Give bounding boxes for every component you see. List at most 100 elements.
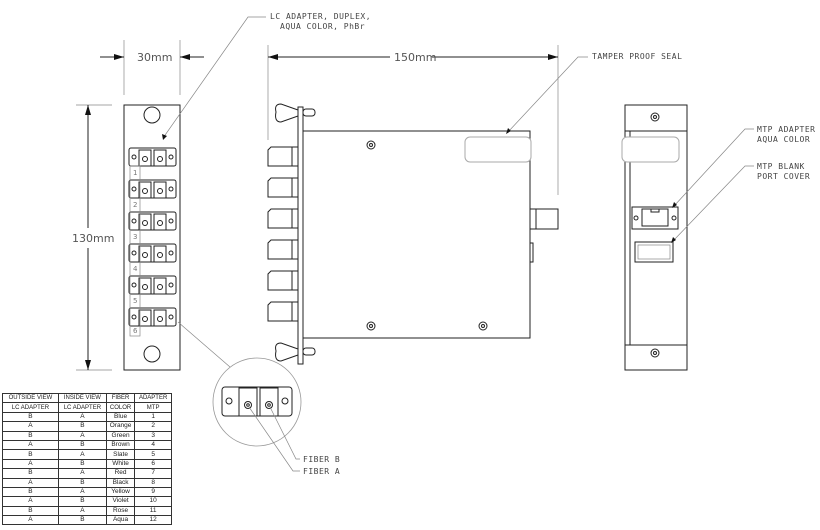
table-cell: B [2, 430, 59, 441]
lc-adapter [128, 211, 177, 231]
port-number: 3 [133, 233, 137, 241]
side-view [267, 103, 559, 365]
svg-text:130mm: 130mm [72, 232, 114, 245]
svg-text:TAMPER PROOF SEAL: TAMPER PROOF SEAL [592, 52, 682, 61]
mtp-stub [529, 208, 559, 230]
screw [478, 321, 488, 331]
svg-text:MTP ADAPTER: MTP ADAPTER [757, 125, 815, 134]
table-cell: 8 [134, 477, 172, 488]
table-cell: 10 [134, 496, 172, 507]
table-cell: White [105, 458, 136, 470]
port-number: 2 [133, 201, 137, 209]
table-cell: A [2, 439, 59, 451]
rear-view [621, 104, 688, 371]
table-cell: Blue [105, 411, 136, 423]
table-cell: Brown [105, 439, 136, 451]
mtp-blank-cover [634, 241, 674, 263]
table-cell: Yellow [105, 486, 136, 498]
tamper-seal-callout: TAMPER PROOF SEAL [506, 52, 682, 134]
table-cell: B [57, 477, 107, 488]
tamper-seal [621, 136, 680, 163]
port-number: 4 [133, 265, 138, 273]
svg-text:150mm: 150mm [394, 51, 436, 64]
table-cell: Red [105, 468, 136, 479]
table-cell: 11 [134, 505, 172, 517]
svg-text:FIBER B: FIBER B [303, 455, 340, 464]
height-dimension: 130mm [72, 104, 114, 371]
table-cell: 3 [134, 430, 172, 441]
table-cell: A [2, 496, 59, 507]
svg-text:AQUA COLOR: AQUA COLOR [757, 135, 810, 144]
svg-text:PORT COVER: PORT COVER [757, 172, 810, 181]
table-cell: 4 [134, 439, 172, 451]
svg-text:LC ADAPTER, DUPLEX,: LC ADAPTER, DUPLEX, [270, 12, 371, 21]
svg-text:AQUA COLOR, PhBr: AQUA COLOR, PhBr [280, 22, 365, 31]
table-cell: A [2, 458, 59, 470]
table-cell: B [57, 515, 107, 526]
table-cell: A [57, 411, 107, 423]
svg-text:FIBER A: FIBER A [303, 467, 340, 476]
tamper-seal [464, 136, 532, 163]
table-cell: Slate [105, 449, 136, 460]
svg-text:30mm: 30mm [137, 51, 172, 64]
table-cell: B [57, 439, 107, 451]
table-cell: A [57, 486, 107, 498]
mount-hole-top [143, 106, 161, 124]
table-cell: B [2, 411, 59, 423]
table-cell: A [57, 505, 107, 517]
table-cell: A [2, 515, 59, 526]
table-cell: Black [105, 477, 136, 488]
front-panel-view: 1 2 3 4 5 6 [123, 104, 181, 371]
lc-adapter [128, 243, 177, 263]
screw [366, 140, 376, 150]
screw [366, 321, 376, 331]
table-cell: 1 [134, 411, 172, 423]
table-cell: B [57, 421, 107, 432]
table-cell: B [57, 496, 107, 507]
table-cell: 6 [134, 458, 172, 470]
table-cell: 12 [134, 515, 172, 526]
table-cell: 7 [134, 468, 172, 479]
lc-adapter [128, 275, 177, 295]
mtp-adapter-callout: MTP ADAPTER AQUA COLOR [672, 125, 815, 208]
table-cell: Orange [105, 421, 136, 432]
table-cell: 9 [134, 486, 172, 498]
screw [650, 348, 660, 358]
mtp-blank-callout: MTP BLANK PORT COVER [671, 162, 810, 243]
table-cell: A [57, 449, 107, 460]
lc-adapter [128, 179, 177, 199]
pull-handle-top [275, 103, 316, 123]
lc-adapter [128, 307, 177, 327]
table-cell: B [57, 458, 107, 470]
table-cell: B [2, 505, 59, 517]
mount-hole-bottom [143, 345, 161, 363]
table-cell: A [57, 468, 107, 479]
table-cell: 2 [134, 421, 172, 432]
mtp-adapter [631, 206, 679, 230]
table-cell: B [2, 468, 59, 479]
table-cell: A [2, 477, 59, 488]
port-number: 5 [133, 297, 137, 305]
lc-adapter-callout: LC ADAPTER, DUPLEX, AQUA COLOR, PhBr [162, 12, 371, 140]
table-cell: B [2, 449, 59, 460]
lc-adapter [128, 147, 177, 167]
detail-view: FIBER B FIBER A [177, 321, 340, 476]
depth-dimension: 150mm [267, 45, 559, 195]
table-cell: Green [105, 430, 136, 441]
pull-handle-bottom [275, 342, 316, 362]
table-cell: A [2, 421, 59, 432]
table-cell: B [2, 486, 59, 498]
